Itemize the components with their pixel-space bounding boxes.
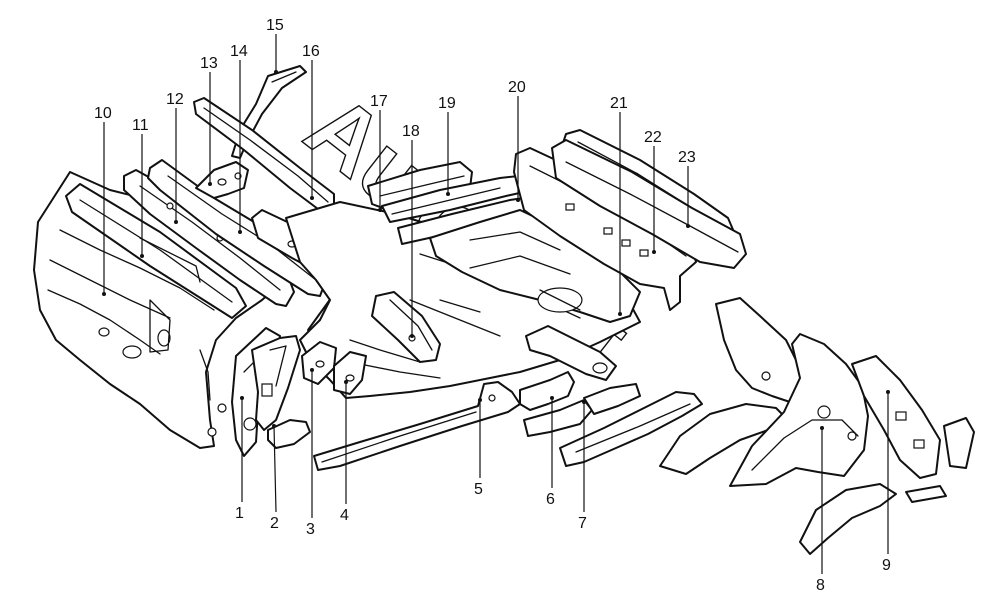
part-18-seat-crossmember	[371, 291, 441, 363]
callout-5: 5	[474, 481, 483, 498]
callout-14: 14	[230, 43, 248, 60]
callout-labels: 1 2 3 4 5 6 7 8 9 10 11 12 13 14 15 16 1…	[94, 17, 891, 594]
part-5-rocker-sill	[313, 381, 521, 471]
callout-3: 3	[306, 521, 315, 538]
part-11-cowl-upper	[65, 183, 247, 319]
callout-2: 2	[270, 515, 279, 532]
callout-4: 4	[340, 507, 349, 524]
part-20-rear-floor-pan	[429, 209, 641, 323]
callout-23: 23	[678, 149, 696, 166]
callout-9: 9	[882, 557, 891, 574]
part-7-rear-frame-rail	[559, 383, 703, 467]
part-6-sill-bracket	[519, 371, 593, 437]
part-13-bracket	[195, 161, 249, 199]
part-4-bracket	[333, 351, 367, 395]
callout-11: 11	[132, 117, 149, 134]
callout-22: 22	[644, 129, 662, 146]
part-23-rear-end-panel	[551, 139, 747, 269]
callout-1: 1	[235, 505, 244, 522]
callout-19: 19	[438, 95, 456, 112]
callout-21: 21	[610, 95, 628, 112]
leader-lines	[102, 34, 890, 574]
part-2-hinge-pillar	[251, 335, 311, 449]
part-rear-cross-tube	[525, 325, 617, 381]
callout-17: 17	[370, 93, 388, 110]
callout-10: 10	[94, 105, 112, 122]
callout-6: 6	[546, 491, 555, 508]
callout-20: 20	[508, 79, 526, 96]
callout-18: 18	[402, 123, 420, 140]
callout-16: 16	[302, 43, 320, 60]
part-rear-inner-wheelhouse	[659, 297, 807, 475]
callout-7: 7	[578, 515, 587, 532]
callout-8: 8	[816, 577, 825, 594]
callout-13: 13	[200, 55, 218, 72]
callout-12: 12	[166, 91, 184, 108]
callout-15: 15	[266, 17, 284, 34]
part-9-quarter-inner-panel	[851, 355, 975, 503]
